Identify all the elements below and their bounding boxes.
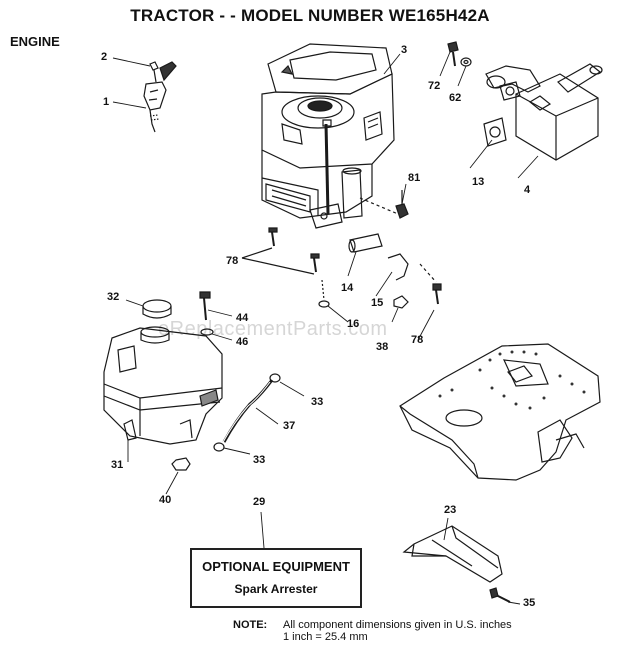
callout-46: 46 (236, 336, 249, 348)
callout-32: 32 (107, 291, 120, 303)
callout-44: 44 (236, 312, 249, 324)
optional-equipment-heading: OPTIONAL EQUIPMENT (202, 559, 350, 574)
frame-drawing (400, 344, 600, 480)
callout-31: 31 (111, 459, 124, 471)
callout-72: 72 (428, 80, 441, 92)
callout-1: 1 (103, 96, 110, 108)
callout-13: 13 (472, 176, 485, 188)
throttle-control-drawing (144, 62, 176, 132)
callout-37: 37 (283, 420, 296, 432)
note-text: All component dimensions given in U.S. i… (283, 619, 512, 643)
callout-33-top: 33 (311, 396, 324, 408)
callout-16: 16 (347, 318, 360, 330)
note-line-2: 1 inch = 25.4 mm (283, 631, 368, 643)
note-label: NOTE: (233, 619, 268, 631)
diagram-title: TRACTOR - - MODEL NUMBER WE165H42A (130, 6, 490, 25)
fuel-line-drawing (242, 228, 441, 308)
callout-33-bottom: 33 (253, 454, 266, 466)
callout-62: 62 (449, 92, 462, 104)
callout-81: 81 (408, 172, 421, 184)
optional-equipment-box: OPTIONAL EQUIPMENT Spark Arrester (190, 548, 362, 608)
callout-35: 35 (523, 597, 536, 609)
callout-29: 29 (253, 496, 266, 508)
watermark: eReplacementParts.com (158, 318, 388, 340)
fuel-tank-drawing (104, 292, 222, 470)
callout-2: 2 (101, 51, 108, 63)
callout-15: 15 (371, 297, 384, 309)
callout-78-right: 78 (411, 334, 424, 346)
spark-arrester-drawing (404, 526, 510, 602)
callout-4: 4 (524, 184, 531, 196)
leader-lines (113, 52, 538, 604)
engine-drawing (262, 44, 398, 228)
callout-23: 23 (444, 504, 457, 516)
callout-14: 14 (341, 282, 354, 294)
callout-40: 40 (159, 494, 172, 506)
callout-38: 38 (376, 341, 389, 353)
note-line-1: All component dimensions given in U.S. i… (283, 619, 512, 631)
muffler-drawing (448, 42, 602, 160)
section-label: ENGINE (10, 34, 60, 49)
callout-3: 3 (401, 44, 408, 56)
callout-78-left: 78 (226, 255, 239, 267)
sensor-drawing (396, 190, 408, 218)
optional-equipment-item: Spark Arrester (234, 582, 318, 596)
fuel-hose-drawing (214, 374, 280, 451)
